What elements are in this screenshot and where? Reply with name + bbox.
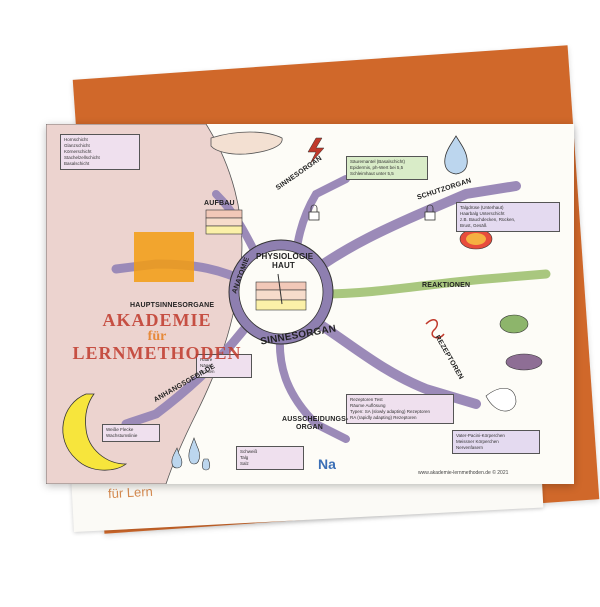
card-footer-text: für Lern [107,483,154,502]
mindmap-drawing: Na [46,124,551,484]
label-reaktionen: REAKTIONEN [422,282,471,289]
center-title-1: PHYSIOLOGIE [256,252,314,261]
label-aufbau: AUFBAU [204,200,235,207]
finger-drawing [210,131,283,155]
watermark-line3: LERNMETHODEN [72,343,242,363]
label-hauptsinnesorgane: HAUPTSINNESORGANE [130,302,215,309]
brand-watermark: AKADEMIE für LERNMETHODEN [72,310,242,364]
label-ausscheidung-2: ORGAN [296,424,324,431]
svg-text:Na: Na [318,456,336,472]
watermark-line2: für [147,329,167,344]
watermark-line1: AKADEMIE [102,310,212,330]
branch-reaktionen [316,269,551,299]
center-title-2: HAUT [272,261,296,270]
note-reaktion: Talgdrüse (Unterhaut)Haarbalg Unterschic… [456,202,560,232]
moon-drawing [62,393,128,471]
label-ausscheidung-1: AUSSCHEIDUNGS- [282,416,349,423]
credit-text: www.akademie-lernmethoden.de © 2021 [418,470,509,476]
note-schutz: Säuremantel (Basalschicht)Epidermis, ph-… [346,156,428,180]
